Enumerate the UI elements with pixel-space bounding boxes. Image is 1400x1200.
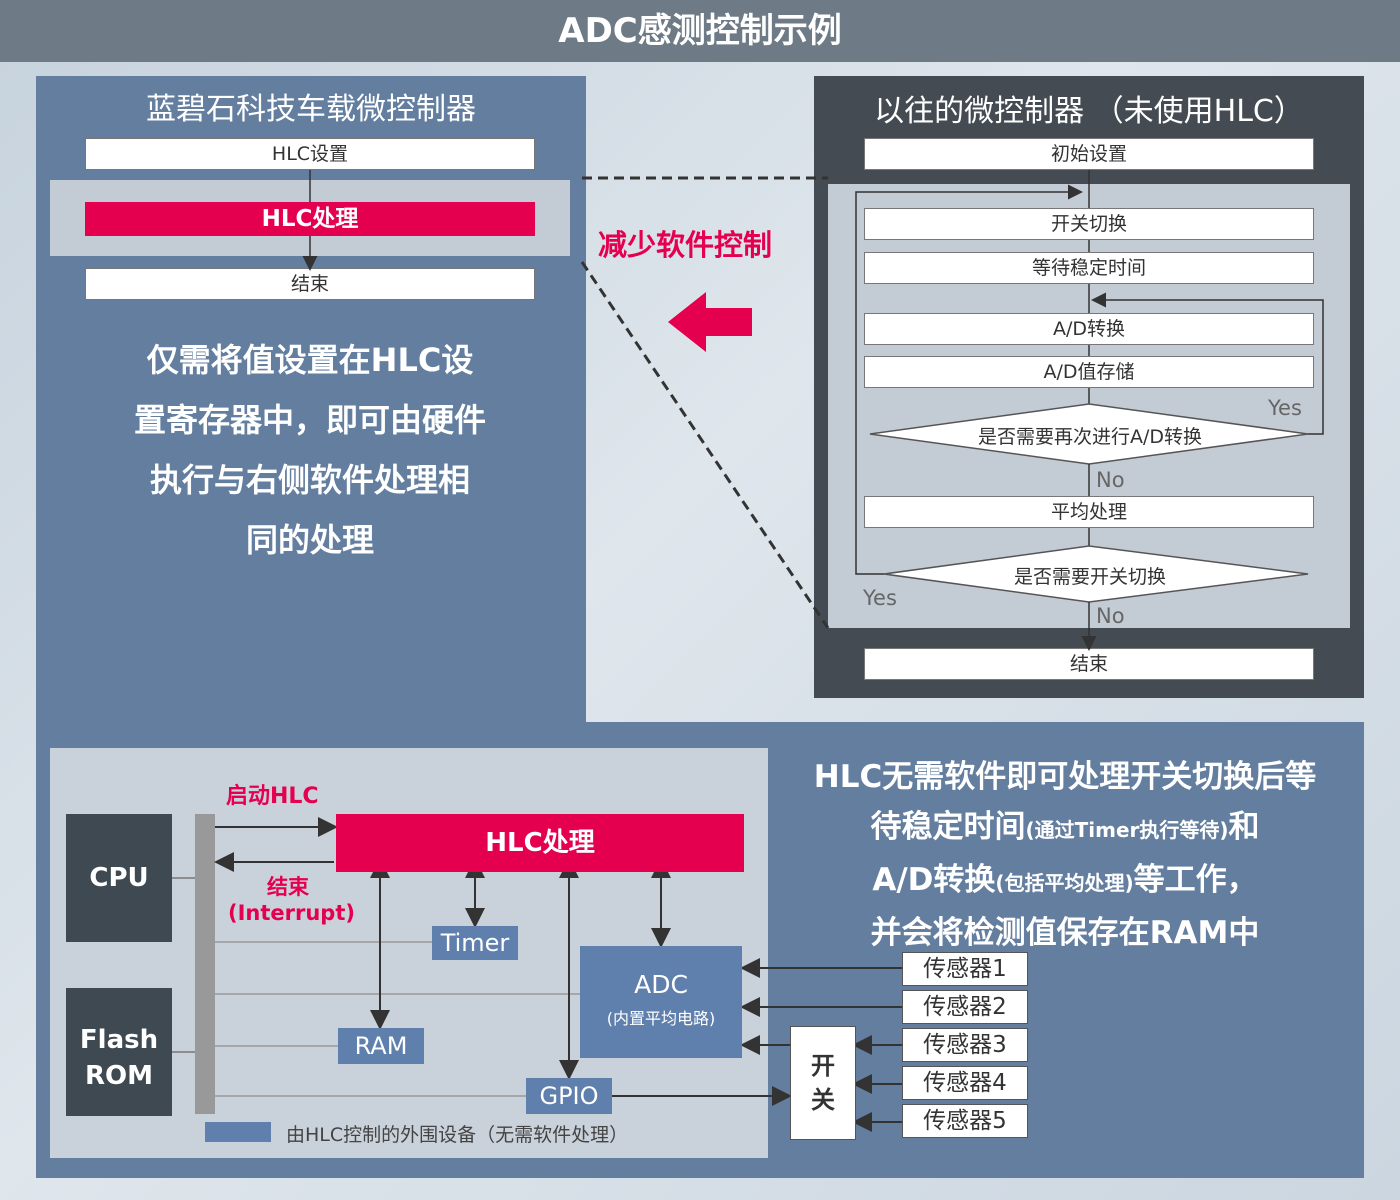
step-hlc-processing: HLC处理 [85, 202, 535, 236]
gpio-block: GPIO [526, 1078, 612, 1114]
adc-block: ADC (内置平均电路) [580, 946, 742, 1058]
legend-text: 由HLC控制的外围设备（无需软件处理） [286, 1124, 629, 1146]
decision-switch: 是否需要开关切换 [1013, 566, 1166, 588]
step-switch: 开关切换 [864, 208, 1314, 240]
yes-label-2: Yes [863, 586, 897, 610]
cpu-block: CPU [66, 814, 172, 942]
bottom-line-3-main: A/D转换 [872, 862, 996, 898]
switch-label-1: 开 [811, 1052, 835, 1080]
switch-label-2: 关 [811, 1086, 835, 1114]
step-initial-setup: 初始设置 [864, 138, 1314, 170]
sensor-2: 传感器2 [902, 990, 1028, 1024]
bottom-line-2-main: 待稳定时间 [870, 809, 1026, 845]
bottom-line-3-small: (包括平均处理) [995, 871, 1134, 895]
rom-label: ROM [85, 1061, 153, 1091]
no-label-2: No [1096, 604, 1125, 628]
adc-sub-label: (内置平均电路) [606, 1009, 716, 1028]
sensor-5: 传感器5 [902, 1104, 1028, 1138]
interrupt-label: (Interrupt) [228, 901, 355, 925]
sensor-3: 传感器3 [902, 1028, 1028, 1062]
step-average: 平均处理 [864, 496, 1314, 528]
end-label: 结束 [267, 875, 309, 899]
no-label-1: No [1096, 468, 1125, 492]
bottom-line-4: 并会将检测值保存在RAM中 [870, 915, 1260, 951]
left-panel-title: 蓝碧石科技车载微控制器 [146, 92, 476, 127]
left-description-line: 同的处理 [245, 521, 374, 559]
adc-label: ADC [634, 970, 688, 999]
right-panel-title: 以往的微控制器 （未使用HLC） [874, 94, 1304, 129]
legend-swatch [205, 1122, 271, 1142]
step-hlc-setup: HLC设置 [85, 138, 535, 170]
decision-reconvert: 是否需要再次进行A/D转换 [977, 426, 1203, 448]
bottom-line-1: HLC无需软件即可处理开关切换后等 [813, 759, 1317, 795]
start-hlc-label: 启动HLC [226, 784, 319, 809]
bottom-line-2-small: (通过Timer执行等待) [1025, 818, 1229, 842]
bottom-line-3: A/D转换(包括平均处理)等工作， [782, 855, 1348, 908]
left-description-line: 执行与右侧软件处理相 [149, 461, 470, 499]
bottom-description: HLC无需软件即可处理开关切换后等 待稳定时间(通过Timer执行等待)和 A/… [782, 752, 1348, 958]
step-ad-store: A/D值存储 [864, 356, 1314, 388]
switch-block: 开 关 [790, 1026, 856, 1140]
flash-rom-block: Flash ROM [66, 988, 172, 1116]
sensor-4: 传感器4 [902, 1066, 1028, 1100]
ram-block: RAM [338, 1028, 424, 1064]
reduce-software-label: 减少软件控制 [598, 228, 773, 262]
sensor-1: 传感器1 [902, 952, 1028, 986]
left-description-line: 置寄存器中，即可由硬件 [133, 401, 486, 439]
step-end-right: 结束 [864, 648, 1314, 680]
step-wait: 等待稳定时间 [864, 252, 1314, 284]
step-ad-convert: A/D转换 [864, 313, 1314, 345]
flash-label: Flash [79, 1025, 159, 1055]
hlc-processing-block: HLC处理 [336, 814, 744, 872]
page-title: ADC感测控制示例 [0, 0, 1400, 62]
left-description-line: 仅需将值设置在HLC设 [146, 341, 474, 379]
left-description: 仅需将值设置在HLC设 置寄存器中，即可由硬件 执行与右侧软件处理相 同的处理 [80, 330, 540, 570]
timer-block: Timer [432, 926, 518, 960]
yes-label-1: Yes [1268, 396, 1302, 420]
end-interrupt-label: 结束 (Interrupt) [228, 874, 355, 926]
bottom-line-2: 待稳定时间(通过Timer执行等待)和 [782, 802, 1348, 855]
bottom-line-2-end: 和 [1228, 809, 1260, 845]
bottom-line-3-end: 等工作， [1133, 862, 1258, 898]
